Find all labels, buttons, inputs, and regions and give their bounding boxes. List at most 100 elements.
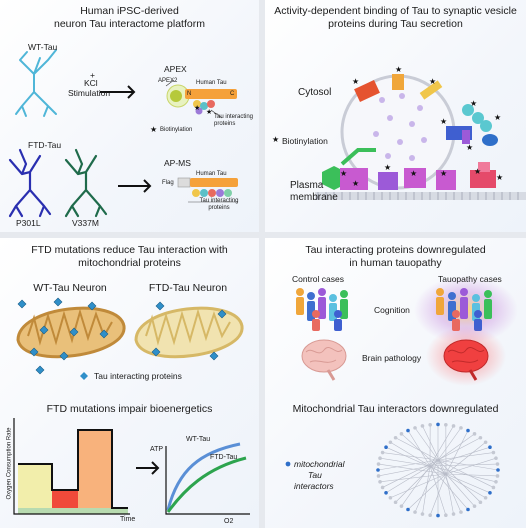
n-terminal-label: N [187, 91, 192, 97]
network-node [491, 485, 496, 490]
network-node [496, 468, 500, 472]
legend-diamond-icon [80, 372, 88, 380]
network-node [472, 432, 477, 436]
time-axis-label: Time [120, 516, 136, 523]
biotinylation-label: Biotinylation [160, 127, 193, 133]
apex-construct: ★ ★ [165, 79, 237, 119]
network-node [451, 424, 456, 428]
network-edge [422, 465, 431, 515]
network-node [388, 495, 393, 500]
ftd-mitochondrion [134, 306, 244, 359]
wt-tau-curve [166, 442, 241, 511]
svg-text:★: ★ [352, 179, 359, 188]
svg-text:★: ★ [474, 167, 481, 176]
wt-tau-label: WT-Tau [28, 42, 58, 52]
network-edge [378, 465, 431, 477]
network-edge [437, 452, 494, 461]
ftd-p301l-neuron-icon [8, 148, 52, 218]
network-node [483, 440, 488, 445]
network-edge [390, 441, 431, 467]
panel4-title-line1: Tau interacting proteins downregulated [305, 244, 486, 256]
network-graph [377, 424, 499, 516]
plasma-label: Plasma [290, 180, 324, 191]
network-edge [395, 459, 439, 503]
network-node [436, 513, 440, 518]
panel2-title-line1: Activity-dependent binding of Tau to syn… [274, 5, 517, 17]
network-node [393, 435, 398, 440]
network-edge [395, 437, 439, 461]
p301l-label: P301L [16, 218, 41, 228]
network-edge [445, 457, 497, 475]
svg-text:★: ★ [429, 77, 436, 86]
network-node [483, 495, 488, 500]
c-terminal-label: C [230, 91, 235, 97]
network-node [428, 513, 432, 518]
ocr-chart [13, 418, 130, 515]
network-edge [422, 425, 447, 475]
network-node [376, 468, 380, 472]
network-edge [437, 427, 462, 461]
network-edge [445, 473, 454, 515]
network-node [406, 428, 410, 433]
atp-chart [165, 442, 250, 515]
wt-neuron-icon [15, 49, 57, 117]
divider-vertical [259, 0, 265, 528]
control-brain-icon [301, 339, 347, 381]
network-edge [429, 463, 498, 467]
svg-text:★: ★ [395, 65, 402, 74]
legend-line1: mitochondrial [294, 459, 345, 469]
network-node [380, 450, 385, 455]
network-node [459, 426, 463, 430]
svg-text:★: ★ [470, 99, 477, 108]
atp-axis-label: ATP [150, 446, 164, 453]
panel2-title-line2: proteins during Tau secretion [328, 18, 463, 30]
network-node [478, 435, 483, 440]
network-node [420, 512, 425, 516]
network-node [420, 424, 425, 428]
network-node [413, 426, 417, 430]
svg-text:★: ★ [384, 163, 391, 172]
panel1-title-line1: Human iPSC-derived [80, 5, 179, 17]
network-edge [429, 425, 454, 467]
network-node [444, 422, 448, 427]
network-edge [385, 446, 447, 475]
svg-text:★: ★ [206, 108, 212, 116]
control-people-icons [296, 288, 348, 331]
network-node [380, 485, 385, 490]
network-node [478, 500, 483, 505]
network-edge [380, 473, 447, 483]
network-node [459, 510, 463, 514]
network-edge [429, 473, 447, 516]
arrow-icon [100, 85, 136, 99]
panel1-title-line2: neuron Tau interactome platform [54, 18, 205, 30]
plasma-membrane-label: Plasma membrane [290, 180, 338, 204]
network-edge [445, 442, 486, 475]
network-title: Mitochondrial Tau interactors downregula… [292, 403, 499, 415]
ftd-curve-label: FTD-Tau [210, 454, 238, 461]
network-edge [429, 465, 469, 510]
network-node [384, 445, 388, 450]
apex-title: APEX [164, 64, 187, 74]
network-node [399, 432, 404, 436]
tip2-line1: Tau interacting [199, 198, 239, 204]
vesicle-contents [373, 93, 427, 161]
network-node [406, 507, 410, 512]
network-edge [382, 459, 439, 488]
tip-label-line2: proteins [214, 121, 236, 127]
wt-neuron-label: WT-Tau Neuron [33, 282, 107, 294]
network-node [488, 491, 492, 495]
ftd-tau-curve [166, 456, 247, 513]
network-node [388, 440, 393, 445]
human-tau-label-2: Human Tau [196, 171, 227, 177]
svg-text:★: ★ [496, 173, 503, 182]
network-edge [445, 430, 469, 475]
network-edge [445, 473, 498, 477]
svg-text:★: ★ [466, 143, 473, 152]
network-edge [377, 459, 439, 471]
arrow-icon [118, 179, 152, 193]
star-icon: ★ [272, 135, 279, 144]
network-node [488, 445, 492, 450]
network-node [428, 422, 432, 427]
